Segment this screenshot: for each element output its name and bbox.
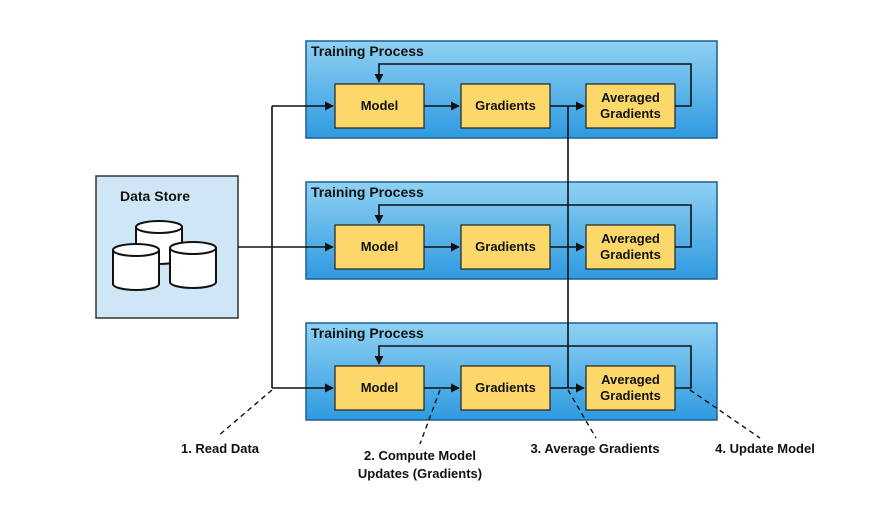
step-average: 3. Average Gradients xyxy=(530,441,660,456)
gradients-label-1: Gradients xyxy=(475,98,536,113)
averaged-gradients-label-2: Averaged Gradients xyxy=(586,225,675,269)
database-cylinders-icon xyxy=(112,220,217,291)
model-box-2 xyxy=(334,224,425,270)
averaged-gradients-label-1: Averaged Gradients xyxy=(586,84,675,128)
gradients-label-3: Gradients xyxy=(475,380,536,395)
update-loop-arrow-2 xyxy=(374,204,692,248)
step-read-data: 1. Read Data xyxy=(180,441,260,456)
step-update: 4. Update Model xyxy=(715,441,815,456)
model-box-3 xyxy=(334,365,425,411)
callout-read-data xyxy=(217,389,273,437)
averaged-line1-3: Averaged xyxy=(601,372,660,387)
model-label-3: Model xyxy=(360,380,399,395)
gradients-label-2: Gradients xyxy=(475,239,536,254)
update-loop-arrow-3 xyxy=(374,345,692,389)
averaged-line2-1: Gradients xyxy=(600,106,661,121)
data-store-label: Data Store xyxy=(120,188,191,204)
averaged-gradients-box-2 xyxy=(585,224,676,270)
callout-compute xyxy=(419,389,441,445)
gradients-box-2 xyxy=(460,224,551,270)
averaged-line2-2: Gradients xyxy=(600,247,661,262)
step-compute-line2: Updates (Gradients) xyxy=(357,466,483,481)
averaged-gradients-box-1 xyxy=(585,83,676,129)
process-title-3: Training Process xyxy=(311,325,424,341)
callout-average xyxy=(567,389,597,439)
averaged-line1-1: Averaged xyxy=(601,90,660,105)
process-title-1: Training Process xyxy=(311,43,424,59)
step-compute: 2. Compute Model Updates (Gradients) xyxy=(340,447,500,483)
update-loop-arrow-1 xyxy=(374,63,692,107)
averaged-line2-3: Gradients xyxy=(600,388,661,403)
model-label-1: Model xyxy=(360,98,399,113)
averaged-gradients-label-3: Averaged Gradients xyxy=(586,366,675,410)
model-label-2: Model xyxy=(360,239,399,254)
step-compute-line1: 2. Compute Model xyxy=(364,448,476,463)
averaged-line1-2: Averaged xyxy=(601,231,660,246)
process-title-2: Training Process xyxy=(311,184,424,200)
gradients-box-1 xyxy=(460,83,551,129)
